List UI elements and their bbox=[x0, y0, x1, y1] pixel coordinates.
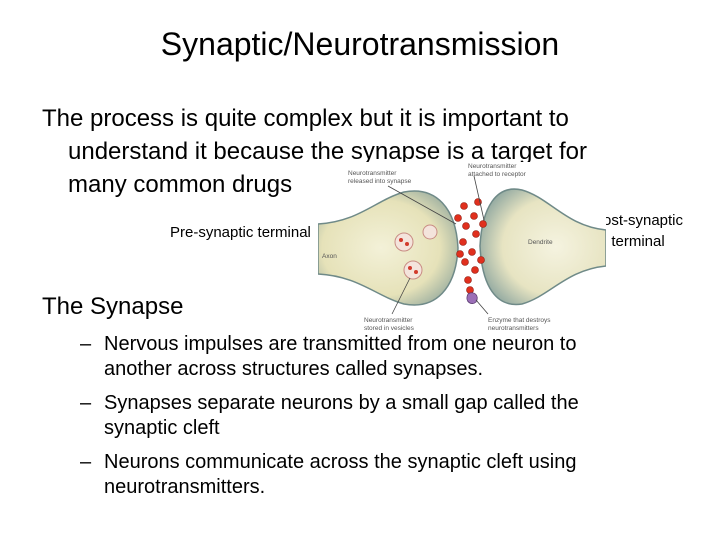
vesicle bbox=[403, 260, 423, 280]
fig-label-released-2: released into synapse bbox=[348, 178, 412, 185]
post-synaptic-label-line-2: terminal bbox=[611, 233, 665, 250]
bullet-text-line-2: another across structures called synapse… bbox=[104, 358, 484, 380]
bullet-text-line-2: synaptic cleft bbox=[104, 417, 220, 439]
fig-label-released-1: Neurotransmitter bbox=[348, 170, 397, 177]
fig-label-dendrite: Dendrite bbox=[528, 239, 553, 246]
fig-label-enzyme-1: Enzyme that destroys bbox=[488, 317, 551, 324]
list-item: – Neurons communicate across the synapti… bbox=[80, 450, 700, 500]
enzyme-shape bbox=[466, 292, 478, 304]
synapse-illustration: Neurotransmitter released into synapse N… bbox=[318, 162, 606, 334]
pre-synaptic-terminal-shape bbox=[318, 190, 459, 306]
post-synaptic-label-line-1: Post-synaptic bbox=[592, 212, 684, 229]
fig-label-stored-1: Neurotransmitter bbox=[364, 317, 413, 324]
bullet-dash: – bbox=[80, 333, 92, 355]
neurotransmitter-molecules bbox=[454, 198, 487, 294]
intro-line-2: understand it because the synapse is a t… bbox=[68, 138, 587, 165]
slide-title: Synaptic/Neurotransmission bbox=[160, 26, 560, 62]
bullet-text-line-1: Synapses separate neurons by a small gap… bbox=[104, 392, 579, 414]
fig-label-axon: Axon bbox=[322, 253, 337, 260]
bullet-text-line-1: Nervous impulses are transmitted from on… bbox=[104, 333, 577, 355]
fig-label-attached-2: attached to receptor bbox=[468, 171, 527, 178]
bullet-dash: – bbox=[80, 392, 92, 414]
bullet-dash: – bbox=[80, 451, 92, 473]
fig-label-attached-1: Neurotransmitter bbox=[468, 163, 517, 170]
pre-synaptic-label: Pre-synaptic terminal bbox=[170, 224, 311, 241]
list-item: – Nervous impulses are transmitted from … bbox=[80, 332, 700, 382]
post-synaptic-terminal-shape bbox=[479, 188, 606, 306]
bullet-text-line-1: Neurons communicate across the synaptic … bbox=[104, 451, 577, 473]
intro-line-1: The process is quite complex but it is i… bbox=[42, 105, 569, 132]
list-item: – Synapses separate neurons by a small g… bbox=[80, 391, 700, 441]
section-heading: The Synapse bbox=[42, 293, 184, 320]
fig-label-stored-2: stored in vesicles bbox=[364, 325, 415, 332]
fig-label-enzyme-2: neurotransmitters bbox=[488, 325, 539, 332]
intro-paragraph: The process is quite complex but it is i… bbox=[42, 102, 682, 201]
bullet-list: – Nervous impulses are transmitted from … bbox=[80, 332, 700, 509]
bullet-text-line-2: neurotransmitters. bbox=[104, 476, 266, 498]
vesicle bbox=[422, 224, 438, 240]
vesicle bbox=[394, 232, 414, 252]
post-synaptic-label: Post-synaptic terminal bbox=[578, 210, 698, 252]
intro-line-3: many common drugs bbox=[68, 171, 293, 198]
